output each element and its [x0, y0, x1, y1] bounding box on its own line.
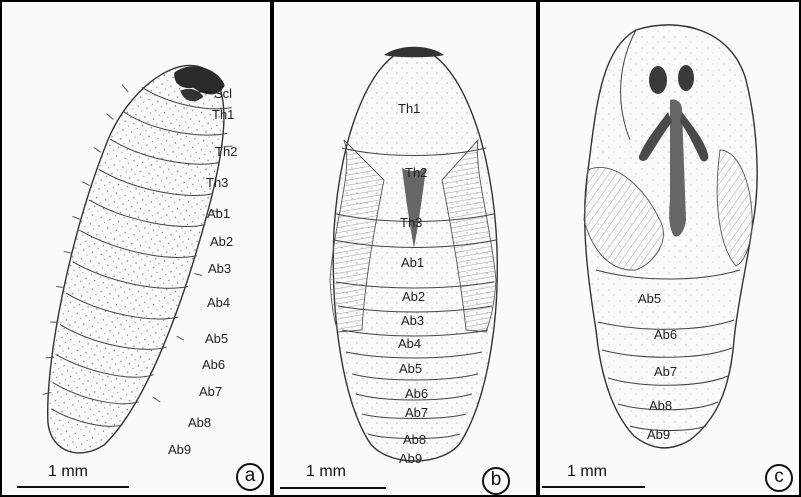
label-ab8: Ab8: [188, 415, 211, 430]
label-ab8: Ab8: [403, 432, 426, 447]
scale-bar-a: [17, 486, 129, 488]
scale-bar-c: [542, 486, 645, 488]
label-ab6: Ab6: [202, 357, 225, 372]
panel-badge-b: b: [482, 467, 510, 495]
label-th3: Th3: [206, 175, 228, 190]
label-ab7: Ab7: [199, 384, 222, 399]
label-ab6: Ab6: [654, 327, 677, 342]
panel-b: Th1 Th2 Th3 Ab1 Ab2 Ab3 Ab4 Ab5 Ab6 Ab7 …: [274, 0, 536, 497]
label-th1: Th1: [398, 101, 420, 116]
panel-c: Ab5 Ab6 Ab7 Ab8 Ab9 1 mm c: [540, 0, 799, 497]
label-th3: Th3: [400, 215, 422, 230]
label-ab5: Ab5: [205, 331, 228, 346]
label-ab9: Ab9: [399, 451, 422, 466]
scale-label-b: 1 mm: [306, 463, 346, 481]
pupa-dorsal-drawing-b: [274, 0, 536, 497]
label-ab3: Ab3: [208, 261, 231, 276]
scale-label-c: 1 mm: [567, 463, 607, 481]
label-th2: Th2: [405, 165, 427, 180]
label-ab7: Ab7: [405, 405, 428, 420]
label-ab7: Ab7: [654, 364, 677, 379]
label-ab5: Ab5: [399, 361, 422, 376]
label-ab2: Ab2: [402, 289, 425, 304]
label-ab1: Ab1: [401, 255, 424, 270]
label-th2: Th2: [215, 144, 237, 159]
scale-label-a: 1 mm: [48, 463, 88, 481]
panel-a: Scl Th1 Th2 Th3 Ab1 Ab2 Ab3 Ab4 Ab5 Ab6 …: [0, 0, 270, 497]
panel-badge-a: a: [236, 463, 264, 491]
label-ab4: Ab4: [207, 295, 230, 310]
label-ab3: Ab3: [401, 313, 424, 328]
label-ab1: Ab1: [207, 206, 230, 221]
panel-badge-c: c: [765, 464, 793, 492]
pupa-ventral-drawing-c: [540, 0, 799, 497]
label-ab9: Ab9: [647, 427, 670, 442]
label-ab9: Ab9: [168, 442, 191, 457]
label-th1: Th1: [212, 107, 234, 122]
label-ab6: Ab6: [405, 386, 428, 401]
label-ab2: Ab2: [210, 234, 233, 249]
label-scl: Scl: [214, 86, 232, 101]
scale-bar-b: [280, 487, 386, 489]
label-ab4: Ab4: [398, 336, 421, 351]
label-ab5: Ab5: [638, 291, 661, 306]
label-ab8: Ab8: [649, 398, 672, 413]
